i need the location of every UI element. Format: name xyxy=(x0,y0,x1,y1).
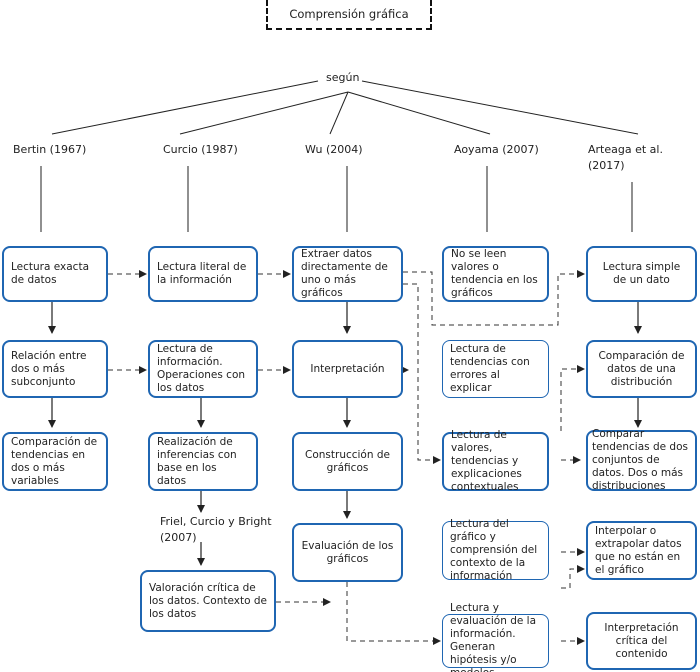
author-curcio: Curcio (1987) xyxy=(163,143,238,156)
line-to-bertin xyxy=(51,80,319,135)
box-lectura-contexto: Lectura del gráfico y comprensión del co… xyxy=(442,518,549,582)
author-wu: Wu (2004) xyxy=(305,143,363,156)
line-to-wu xyxy=(329,91,349,135)
box-interpretacion-critica: Interpretación crítica del contenido xyxy=(586,612,697,670)
author-arteaga-line2: (2017) xyxy=(588,159,625,172)
author-friel-line2: (2007) xyxy=(160,531,197,544)
box-evaluacion-graficos: Evaluación de los gráficos xyxy=(292,523,403,582)
line-to-aoyama xyxy=(347,91,491,135)
author-friel-line1: Friel, Curcio y Bright xyxy=(160,515,272,528)
box-valores-tendencias: Lectura de valores, tendencias y explica… xyxy=(442,429,549,493)
box-interpolar-extrapolar: Interpolar o extrapolar datos que no est… xyxy=(586,521,697,580)
box-relacion-subconjunto: Relación entre dos o más subconjunto xyxy=(2,340,108,398)
line-to-arteaga xyxy=(361,80,639,135)
box-comparacion-distribucion: Comparación de datos de una distribución xyxy=(586,340,697,398)
line-to-curcio xyxy=(179,91,349,135)
box-inferencias: Realización de inferencias con base en l… xyxy=(148,432,258,491)
box-no-se-leen: No se leen valores o tendencia en los gr… xyxy=(442,246,549,302)
box-lectura-simple: Lectura simple de un dato xyxy=(586,246,697,302)
author-bertin: Bertin (1967) xyxy=(13,143,87,156)
box-construccion-graficos: Construcción de gráficos xyxy=(292,432,403,491)
box-extraer-datos: Extraer datos directamente de uno o más … xyxy=(292,246,403,302)
box-valoracion-critica: Valoración crítica de los datos. Context… xyxy=(140,570,276,632)
box-comparar-tendencias: Comparar tendencias de dos conjuntos de … xyxy=(586,428,697,492)
box-comparacion-tendencias: Comparación de tendencias en dos o más v… xyxy=(2,432,108,491)
box-lectura-evaluacion: Lectura y evaluación de la información. … xyxy=(442,602,549,672)
diagram-title: Comprensión gráfica xyxy=(266,0,432,30)
box-lectura-exacta: Lectura exacta de datos xyxy=(2,246,108,302)
box-interpretacion: Interpretación xyxy=(292,340,403,398)
box-tendencias-errores: Lectura de tendencias con errores al exp… xyxy=(442,340,549,398)
connector-segun: según xyxy=(326,71,360,84)
box-lectura-literal: Lectura literal de la información xyxy=(148,246,258,302)
author-aoyama: Aoyama (2007) xyxy=(454,143,539,156)
author-arteaga-line1: Arteaga et al. xyxy=(588,143,663,156)
box-lectura-operaciones: Lectura de información. Operaciones con … xyxy=(148,340,258,398)
